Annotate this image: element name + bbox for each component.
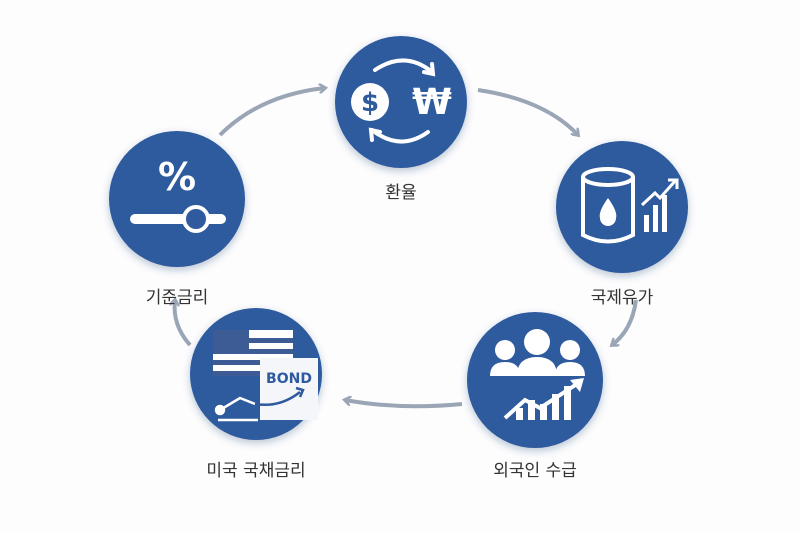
arrow-bond-to-rate <box>175 300 192 347</box>
node-base-rate: % <box>109 131 245 267</box>
label-base-rate: 기준금리 <box>145 288 209 308</box>
arrow-foreign-to-bond <box>345 400 463 409</box>
investors-growth-icon <box>490 329 585 420</box>
arrow-fx-to-oil <box>477 88 578 135</box>
svg-text:%: % <box>158 155 196 199</box>
label-us-treasury: 미국 국채금리 <box>206 461 306 481</box>
arrow-oil-to-foreign <box>612 299 638 345</box>
currency-exchange-icon: $ ₩ <box>351 58 452 144</box>
node-oil-price <box>556 141 688 273</box>
oil-barrel-chart-icon <box>581 167 679 244</box>
node-foreign-flows <box>467 312 603 448</box>
arrow-rate-to-fx <box>218 88 325 137</box>
rising-trend-icon <box>214 386 305 422</box>
svg-text:$: $ <box>361 88 379 118</box>
bond-badge: BOND <box>266 371 312 387</box>
node-us-treasury: BOND <box>190 308 322 440</box>
label-foreign-flows: 외국인 수급 <box>493 461 577 481</box>
label-exchange-rate: 환율 <box>385 183 417 203</box>
percent-slider-icon: % <box>130 155 226 233</box>
label-oil-price: 국제유가 <box>590 288 654 308</box>
node-exchange-rate: $ ₩ <box>335 36 467 168</box>
bond-document: BOND <box>260 358 318 420</box>
svg-text:₩: ₩ <box>412 82 452 123</box>
